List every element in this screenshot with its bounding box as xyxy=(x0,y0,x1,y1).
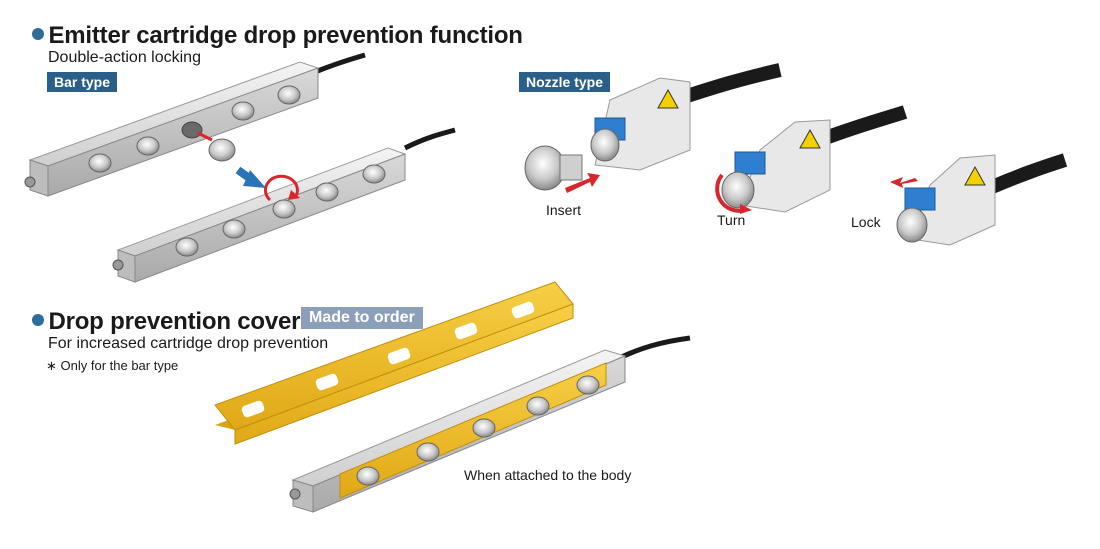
step-insert-label: Insert xyxy=(546,202,582,218)
section2-heading-row: Drop prevention cover xyxy=(32,308,301,336)
section1-subheading: Double-action locking xyxy=(48,49,201,66)
nozzle-type-tag: Nozzle type xyxy=(519,72,611,92)
section2-heading: Drop prevention cover xyxy=(48,308,301,335)
made-to-order-badge: Made to order xyxy=(301,307,423,329)
bar-type-tag: Bar type xyxy=(47,72,118,92)
step-lock-label: Lock xyxy=(851,214,881,230)
removed-cartridge xyxy=(197,131,266,188)
section1-heading-row: Emitter cartridge drop prevention functi… xyxy=(32,22,523,50)
bar-with-cover xyxy=(289,335,691,513)
section2-bullet-icon xyxy=(32,314,44,326)
step-turn-label: Turn xyxy=(717,212,746,228)
section1-heading: Emitter cartridge drop prevention functi… xyxy=(48,22,523,49)
attached-caption: When attached to the body xyxy=(464,467,632,483)
nozzle-lock xyxy=(890,153,1068,246)
nozzle-insert xyxy=(524,63,782,193)
bar-ionizer-upper xyxy=(24,52,366,197)
section1-bullet-icon xyxy=(32,28,44,40)
bar-type-only-note: ∗ Only for the bar type xyxy=(46,358,179,373)
nozzle-turn xyxy=(715,105,908,214)
drop-prevention-cover xyxy=(214,281,574,445)
bar-ionizer-lower xyxy=(112,127,456,283)
section2-subheading: For increased cartridge drop prevention xyxy=(48,335,329,352)
